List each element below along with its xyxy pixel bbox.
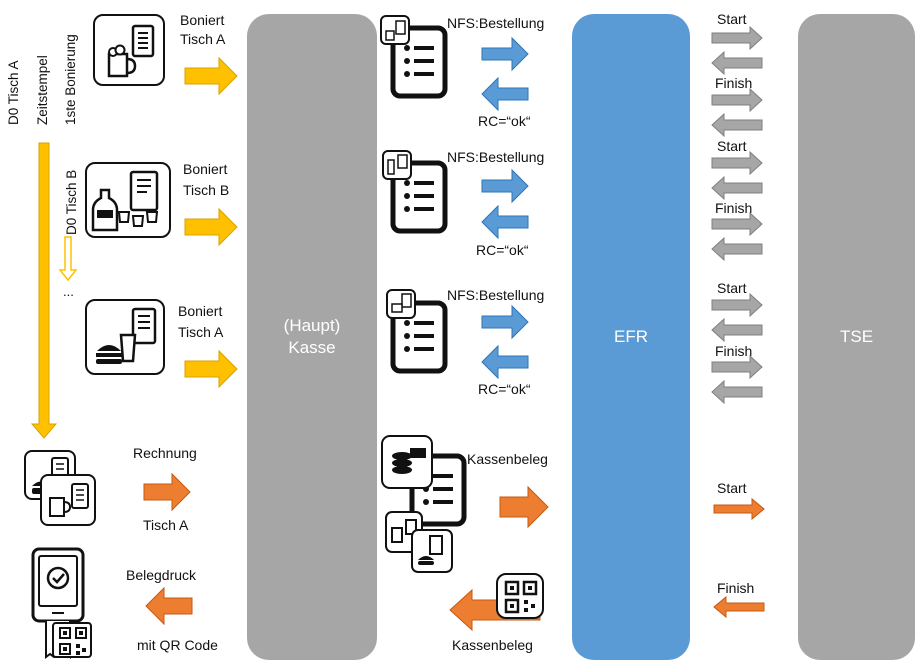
order-1-arrow (184, 56, 238, 96)
tse-start-1: Start (717, 11, 747, 27)
invoice-icon-beer (40, 474, 96, 526)
kassenbeleg-bottom-label: Kassenbeleg (452, 637, 533, 653)
nfs-3-receipt (390, 300, 448, 374)
rechnung-label: Rechnung (133, 445, 197, 461)
tse-finish-4: Finish (717, 580, 755, 596)
order-1-label-line2: Tisch A (180, 31, 226, 47)
order-3-label-line1: Boniert (178, 303, 223, 319)
nfs-1-receipt (390, 25, 448, 99)
tse-finish-1: Finish (715, 75, 753, 91)
tse-start-4: Start (717, 480, 747, 496)
order-2-label-line1: Boniert (183, 161, 228, 177)
kassenbeleg-qr-icon (496, 573, 544, 619)
tse-start-2: Start (717, 138, 747, 154)
nfs-1-request-arrow (481, 36, 529, 72)
tse-finish-3: Finish (715, 343, 753, 359)
belegdruck-label: Belegdruck (126, 567, 197, 583)
nfs-1-label: NFS:Bestellung (447, 15, 545, 31)
kasse-column: (Haupt) Kasse (247, 14, 377, 660)
nfs-2-response-arrow (481, 204, 529, 240)
belegdruck-qr-label: mit QR Code (137, 637, 218, 653)
order-icon-wine-menu (85, 162, 171, 238)
nfs-3-label: NFS:Bestellung (447, 287, 545, 303)
order-3-arrow (184, 349, 238, 389)
nfs-3-response-arrow (481, 344, 529, 380)
order-icon-food-menu (85, 299, 165, 375)
qr-code-icon (52, 622, 92, 658)
order-3-label-line2: Tisch A (178, 324, 224, 340)
order-1-label-line1: Boniert (180, 12, 225, 28)
order-icon-beer-menu (93, 14, 165, 86)
nfs-2-rc: RC=“ok“ (476, 242, 529, 258)
nfs-3-request-arrow (481, 304, 529, 340)
nfs-2-label: NFS:Bestellung (447, 149, 545, 165)
ellipsis-label: ... (63, 284, 74, 299)
tse-column: TSE (798, 14, 915, 660)
order-2-arrow (184, 207, 238, 247)
kassenbeleg-top-label: Kassenbeleg (467, 451, 548, 467)
nfs-2-request-arrow (481, 168, 529, 204)
tse-finish-orange-arrow (713, 595, 765, 619)
nfs-1-rc: RC=“ok“ (478, 113, 531, 129)
tse-finish-2: Finish (715, 200, 753, 216)
nfs-3-rc: RC=“ok“ (478, 381, 531, 397)
order-2-label-line2: Tisch B (183, 182, 230, 198)
efr-column: EFR (572, 14, 690, 660)
rechnung-tisch-label: Tisch A (143, 517, 189, 533)
nfs-1-response-arrow (481, 76, 529, 112)
tse-start-orange-arrow (713, 497, 765, 521)
tse-start-3: Start (717, 280, 747, 296)
